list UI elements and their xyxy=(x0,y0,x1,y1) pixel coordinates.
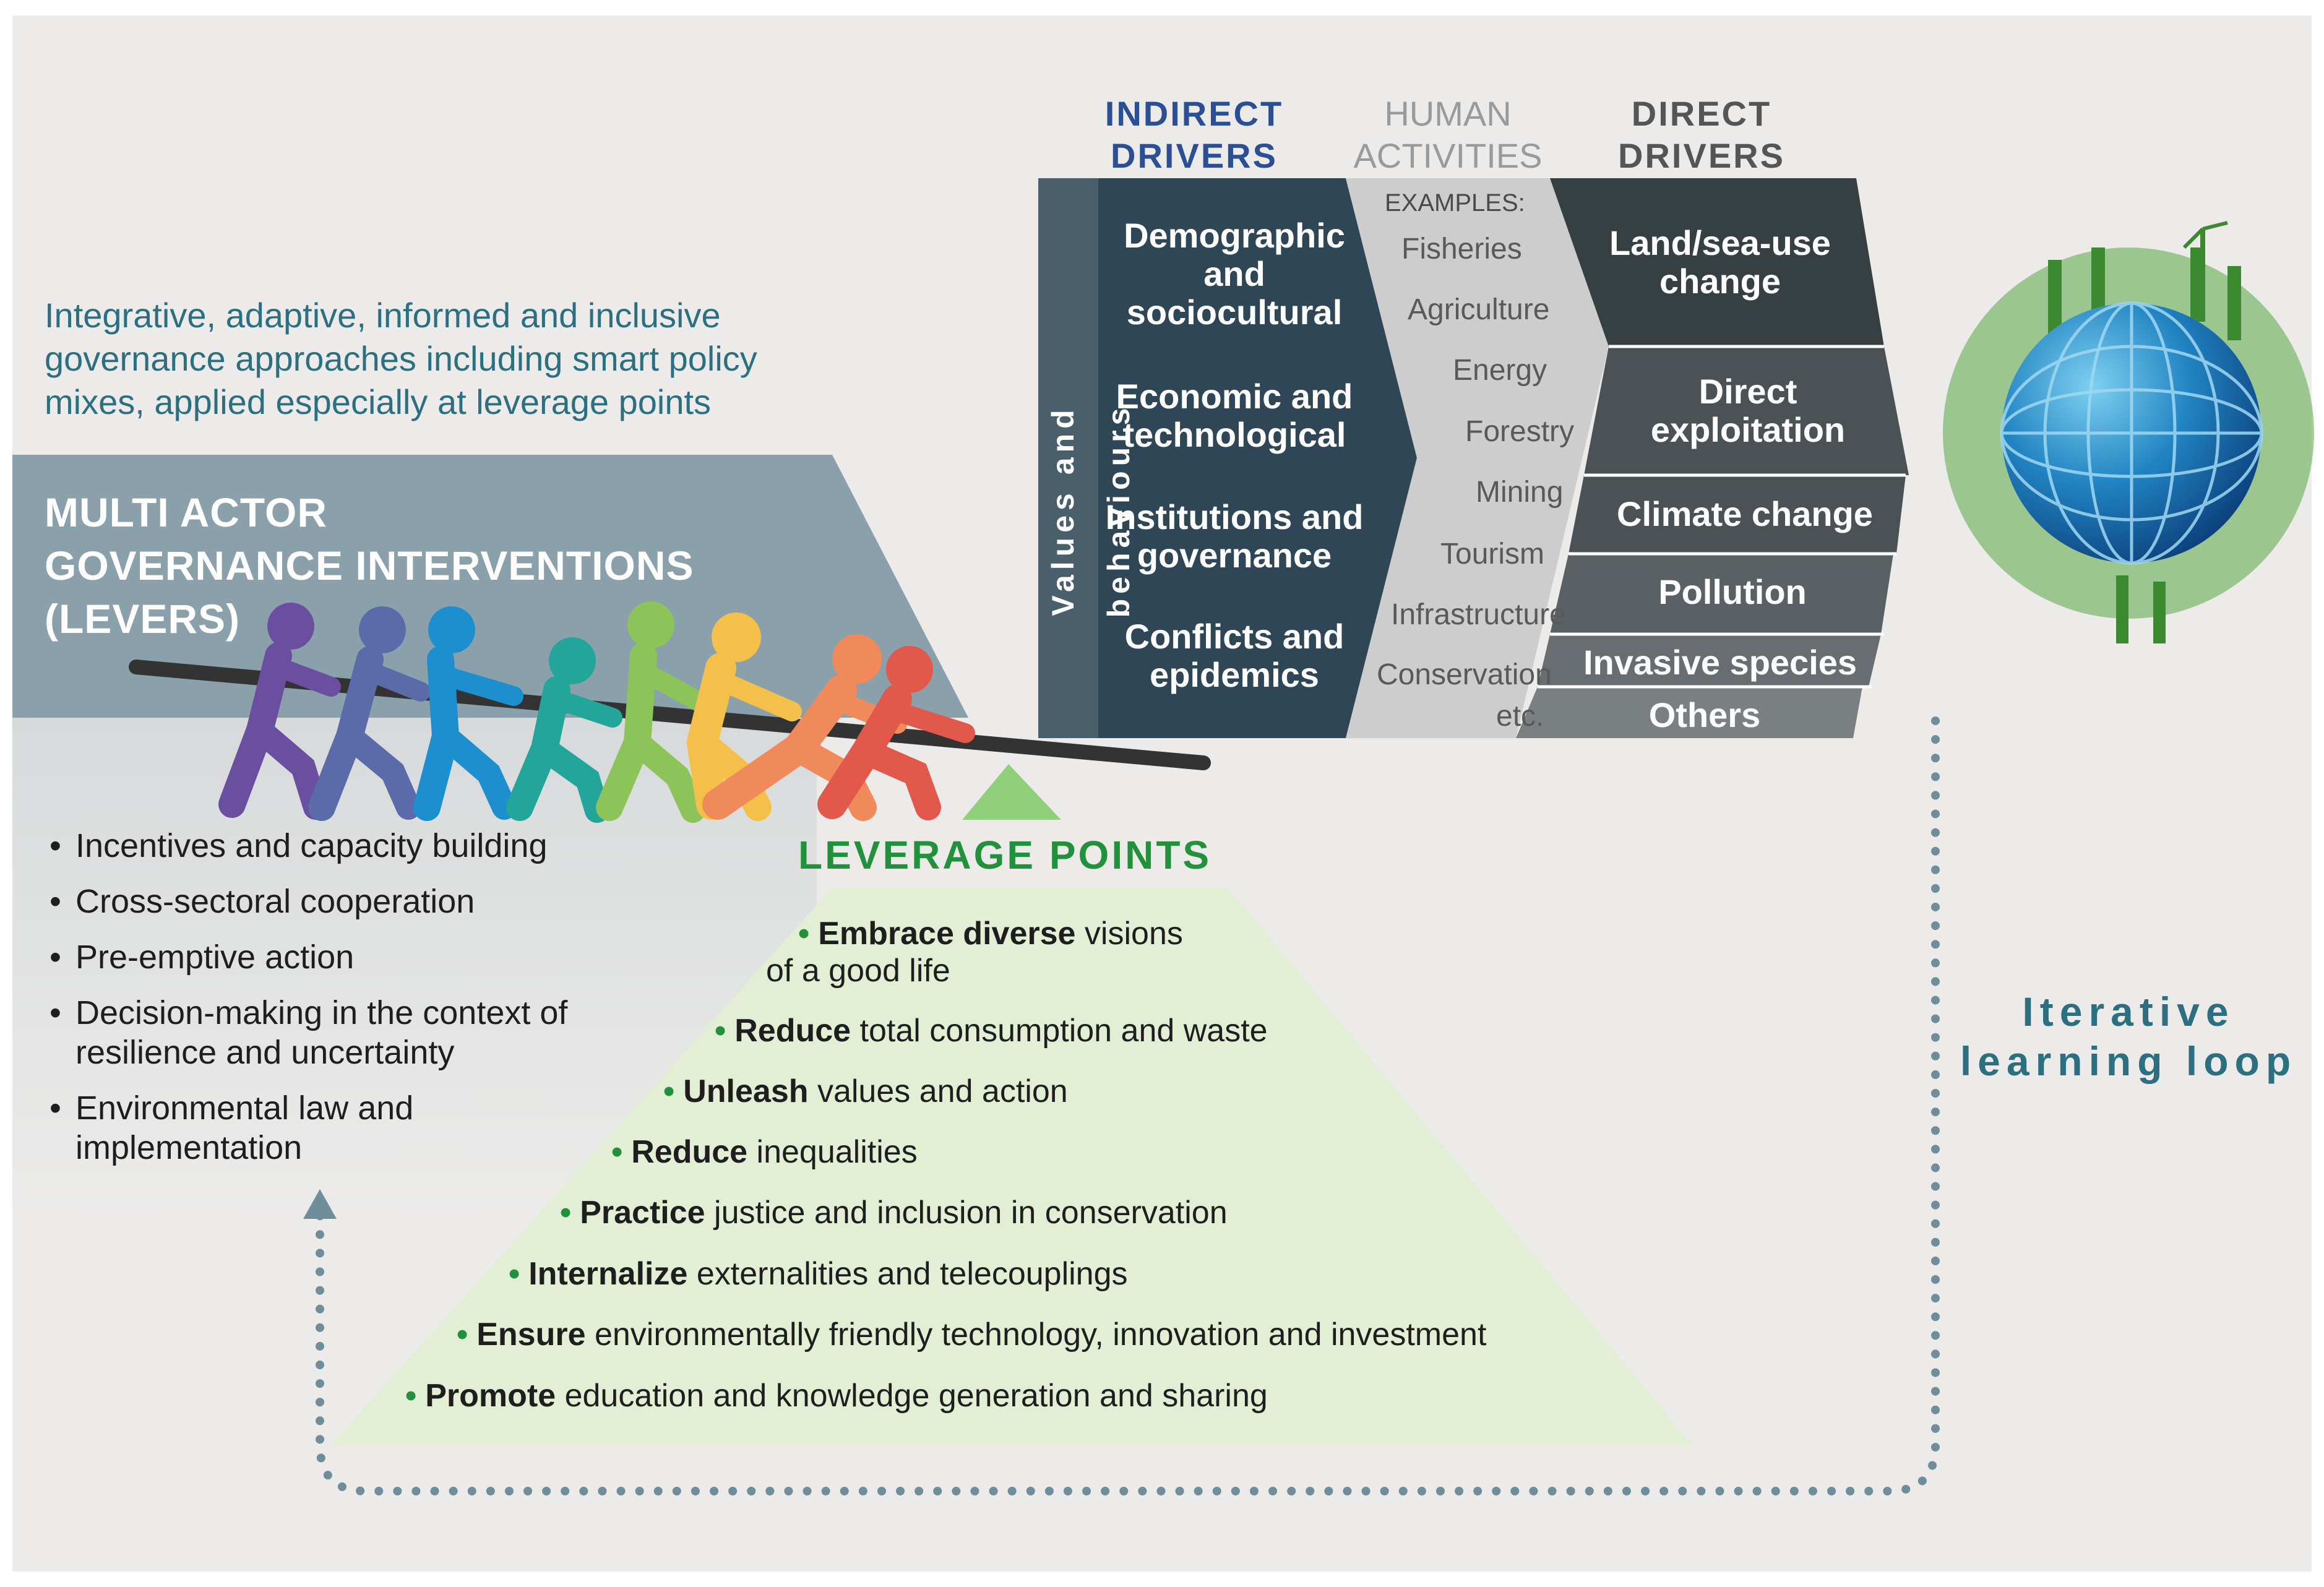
levers-heading-line: MULTI ACTOR xyxy=(45,489,328,535)
activity-item: Agriculture xyxy=(1408,293,1550,326)
leverage-point-item: •Promote education and knowledge generat… xyxy=(405,1378,1268,1414)
values-behaviours-label: Values and behaviours xyxy=(1046,403,1136,618)
direct-driver-band xyxy=(1516,687,1862,738)
activity-item: etc. xyxy=(1496,700,1544,733)
activities-box xyxy=(1346,178,1609,738)
direct-driver-band xyxy=(1584,346,1909,475)
direct-driver-item: Invasive species xyxy=(1583,643,1857,682)
activity-item: Fisheries xyxy=(1401,233,1522,265)
leverage-point-item: •Reduce inequalities xyxy=(611,1134,918,1170)
indirect-drivers-box xyxy=(1098,178,1417,738)
leverage-point-item: •Ensure environmentally friendly technol… xyxy=(457,1317,1487,1353)
person-icon xyxy=(817,646,975,820)
leverage-point-item: •Embrace diverse visions xyxy=(798,916,1183,952)
learning-loop-label: Iterative learning loop xyxy=(1960,989,2297,1084)
examples-label: EXAMPLES: xyxy=(1385,189,1525,217)
leverage-point-item: •Internalize externalities and telecoupl… xyxy=(509,1256,1128,1292)
direct-driver-band xyxy=(1550,178,1884,346)
activity-item: Forestry xyxy=(1465,415,1575,448)
intro-text: Integrative, adaptive, informed and incl… xyxy=(45,296,757,421)
direct-driver-band xyxy=(1550,554,1893,634)
lever-item: Incentives and capacity building xyxy=(43,826,662,866)
activity-item: Infrastructure xyxy=(1391,598,1566,631)
lever-item: Decision-making in the context ofresilie… xyxy=(43,993,662,1072)
activity-item: Energy xyxy=(1453,354,1547,387)
people-pulling-rope xyxy=(218,601,975,823)
leverage-point-item: •Reduce total consumption and waste xyxy=(715,1013,1268,1049)
activity-item: Conservation xyxy=(1377,658,1552,691)
person-icon xyxy=(308,606,431,821)
person-icon xyxy=(413,606,523,821)
loop-arrow-head xyxy=(303,1189,337,1219)
levers-heading: MULTI ACTOR GOVERNANCE INTERVENTIONS (LE… xyxy=(45,486,849,645)
levers-heading-line: (LEVERS) xyxy=(45,596,241,642)
direct-driver-item: Pollution xyxy=(1658,572,1807,611)
person-icon xyxy=(596,601,715,823)
person-icon xyxy=(506,637,622,823)
leverage-point-item: •Practice justice and inclusion in conse… xyxy=(560,1195,1228,1231)
learning-loop-path xyxy=(316,716,1940,1495)
direct-driver-item: Others xyxy=(1648,695,1761,734)
levers-list: Incentives and capacity building Cross-s… xyxy=(43,826,662,1184)
activity-item: Mining xyxy=(1476,476,1564,509)
leverage-triangle xyxy=(331,888,1692,1445)
earth-globe-icon xyxy=(1943,221,2314,643)
leverage-point-item-continued: of a good life xyxy=(766,953,950,989)
lever-item: Cross-sectoral cooperation xyxy=(43,882,662,921)
direct-driver-item: Climate change xyxy=(1617,494,1873,533)
activity-item: Tourism xyxy=(1440,538,1545,570)
values-strip xyxy=(1038,178,1100,738)
lever-item: Pre-emptive action xyxy=(43,937,662,977)
leverage-points-title: LEVERAGE POINTS xyxy=(798,833,1212,877)
leverage-point-item: •Unleash values and action xyxy=(663,1073,1068,1109)
levers-heading-line: GOVERNANCE INTERVENTIONS xyxy=(45,543,694,588)
person-icon xyxy=(218,603,341,820)
fulcrum-triangle xyxy=(962,764,1061,820)
direct-driver-band xyxy=(1569,475,1906,554)
direct-driver-band xyxy=(1538,634,1881,687)
